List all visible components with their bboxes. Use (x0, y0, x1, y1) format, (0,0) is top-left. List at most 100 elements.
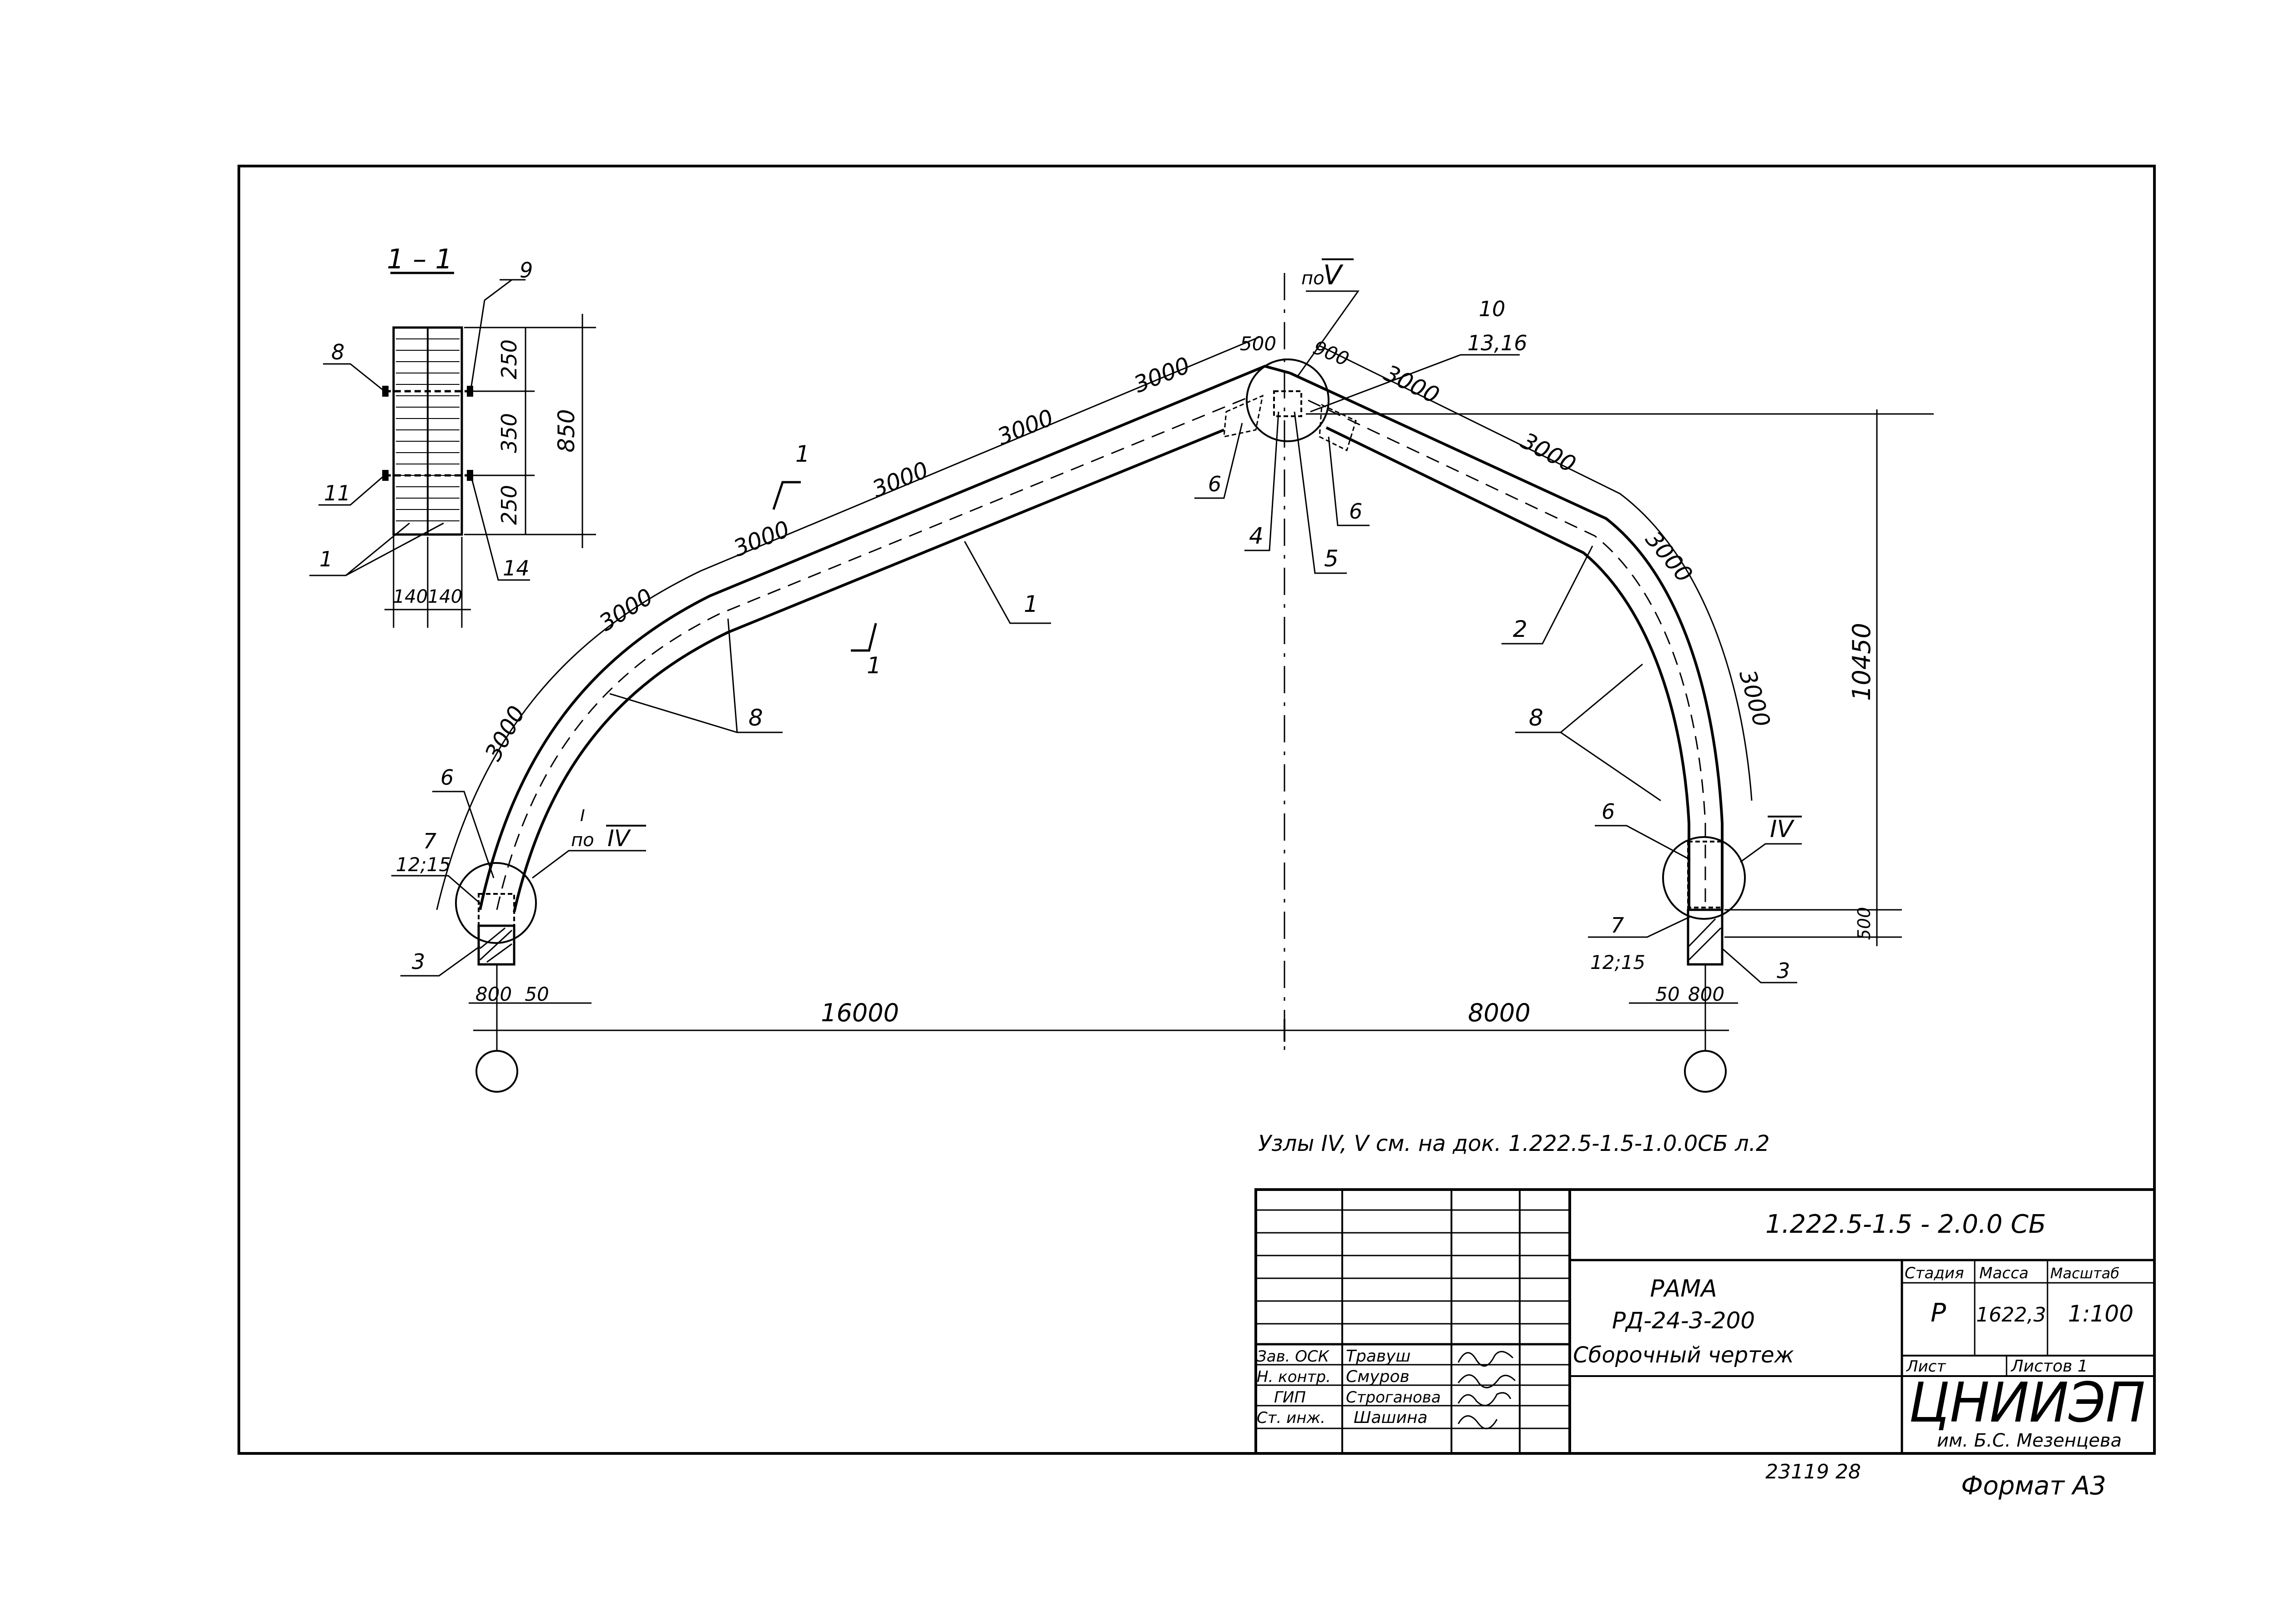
section-cut-marker-top: 1 (795, 441, 810, 467)
left-dim-5: 3000 (994, 404, 1057, 450)
left-dim-6: 3000 (1130, 352, 1194, 398)
section-callout-8: 8 (331, 340, 344, 364)
callout-4: 4 (1249, 523, 1264, 549)
callout-13-16: 13,16 (1467, 331, 1527, 355)
node-iv-left-superscript: I (580, 807, 585, 825)
drawing-name-line-2: РД-24-3-200 (1612, 1307, 1755, 1334)
node-iv-right-circle (1662, 836, 1746, 920)
left-dim-3: 3000 (730, 516, 794, 562)
drawing-name-line-1: РАМА (1650, 1275, 1717, 1302)
section-dim-350: 350 (497, 413, 521, 453)
section-callout-11: 11 (324, 481, 351, 505)
scale-value: 1:100 (2068, 1301, 2133, 1327)
stage-value: Р (1931, 1298, 1946, 1328)
archive-number: 23119 28 (1765, 1460, 1861, 1483)
right-member-axis (1308, 399, 1706, 910)
section-dim-250-top: 250 (497, 339, 521, 379)
section-dim-140-right: 140 (428, 586, 462, 607)
span-dim-right: 8000 (1468, 999, 1530, 1027)
right-member-inner (1325, 426, 1690, 910)
foot-dim-left-800: 800 (475, 983, 512, 1005)
sig-role-3: ГИП (1274, 1388, 1306, 1407)
mass-value: 1622,3 (1976, 1303, 2046, 1326)
left-dim-1: 3000 (480, 701, 531, 765)
sheet-format: Формат А3 (1961, 1471, 2106, 1501)
callout-7-left: 7 (423, 829, 436, 853)
nodes-reference-note: Узлы IV, V см. на док. 1.222.5-1.5-1.0.0… (1258, 1131, 1769, 1156)
callout-12-15-left: 12;15 (396, 853, 451, 876)
organisation-sub: им. Б.С. Мезенцева (1937, 1430, 2122, 1451)
frame-elevation: 16000 8000 800 50 50 800 10450 500 3000 … (391, 258, 1934, 1093)
node-iv-left-circle (455, 862, 537, 944)
node-v-po: по (1301, 268, 1325, 289)
sig-role-1: Зав. ОСК (1257, 1347, 1330, 1366)
section-callout-9: 9 (520, 258, 533, 282)
node-v-circle (1246, 358, 1330, 442)
height-dim: 10450 (1847, 623, 1876, 701)
organisation-name: ЦНИИЭП (1909, 1372, 2145, 1435)
callout-1: 1 (1024, 591, 1038, 617)
section-dim-850: 850 (553, 409, 580, 452)
signature-4 (1457, 1415, 1498, 1429)
right-chain-dim-line (1319, 345, 1753, 801)
callout-10: 10 (1479, 297, 1506, 321)
callout-8-left: 8 (748, 705, 763, 731)
right-dim-3: 3000 (1640, 526, 1698, 588)
callout-6-left-foot: 6 (440, 765, 454, 790)
right-dim-2: 3000 (1517, 428, 1580, 478)
right-dim-1: 3000 (1380, 360, 1444, 409)
callout-2: 2 (1513, 616, 1527, 642)
left-dim-2: 3000 (595, 583, 658, 636)
sig-name-1: Травуш (1346, 1347, 1410, 1366)
right-dim-4: 3000 (1734, 667, 1775, 730)
sig-role-4: Ст. инж. (1257, 1409, 1325, 1427)
section-callout-14: 14 (503, 556, 530, 580)
callout-6-right-foot: 6 (1602, 799, 1615, 824)
callout-5: 5 (1324, 545, 1339, 572)
left-member-inner (513, 429, 1225, 913)
node-iv-left-roman: IV (607, 825, 632, 852)
section-dim-140-left: 140 (393, 586, 428, 607)
callout-12-15-right: 12;15 (1590, 951, 1645, 973)
signature-1 (1457, 1351, 1514, 1367)
title-block: Зав. ОСК Травуш Н. контр. Смуров ГИП Стр… (1254, 1188, 2156, 1455)
axis-bubble-right (1684, 1050, 1727, 1093)
callout-3-right: 3 (1777, 958, 1790, 983)
node-v-roman: V (1323, 259, 1344, 291)
foot-dim-left-50: 50 (525, 983, 549, 1005)
section-1-1: 1 – 1 250 350 250 850 (309, 243, 596, 628)
drawing-frame (238, 165, 2156, 1455)
callout-7-right: 7 (1611, 913, 1624, 938)
sig-name-4: Шашина (1354, 1408, 1428, 1427)
axis-bubble-left (475, 1050, 518, 1093)
sheets-label: Листов 1 (2010, 1357, 2088, 1376)
section-dim-250-bottom: 250 (497, 485, 521, 525)
foot-dim-right-800: 800 (1688, 983, 1724, 1005)
node-iv-left-po: по (571, 830, 594, 851)
sig-role-2: Н. контр. (1257, 1368, 1331, 1386)
mass-header: Масса (1979, 1264, 2028, 1282)
base-dim: 500 (1854, 907, 1874, 940)
callout-6-apex-left: 6 (1208, 472, 1221, 496)
left-member-axis (496, 397, 1247, 910)
apex-dim-500: 500 (1240, 333, 1276, 355)
foot-dim-right-50: 50 (1655, 983, 1679, 1005)
callout-8-right: 8 (1529, 705, 1543, 731)
stage-header: Стадия (1905, 1264, 1964, 1282)
sheet-label: Лист (1906, 1357, 1946, 1376)
right-member-outer (1289, 372, 1724, 910)
callout-3-left: 3 (412, 949, 425, 974)
left-member-outer (479, 364, 1290, 910)
span-dim-left: 16000 (821, 999, 899, 1027)
scale-header: Масштаб (2050, 1265, 2119, 1282)
section-cut-marker-bottom: 1 (867, 652, 881, 679)
section-title: 1 – 1 (387, 243, 453, 275)
drawing-name-line-3: Сборочный чертеж (1573, 1342, 1794, 1368)
sig-name-2: Смуров (1346, 1367, 1410, 1386)
document-code: 1.222.5-1.5 - 2.0.0 СБ (1765, 1210, 2046, 1239)
section-callout-1: 1 (319, 547, 333, 571)
signature-2 (1457, 1374, 1516, 1388)
left-dim-4: 3000 (869, 457, 932, 503)
callout-6-apex-right: 6 (1349, 499, 1362, 524)
